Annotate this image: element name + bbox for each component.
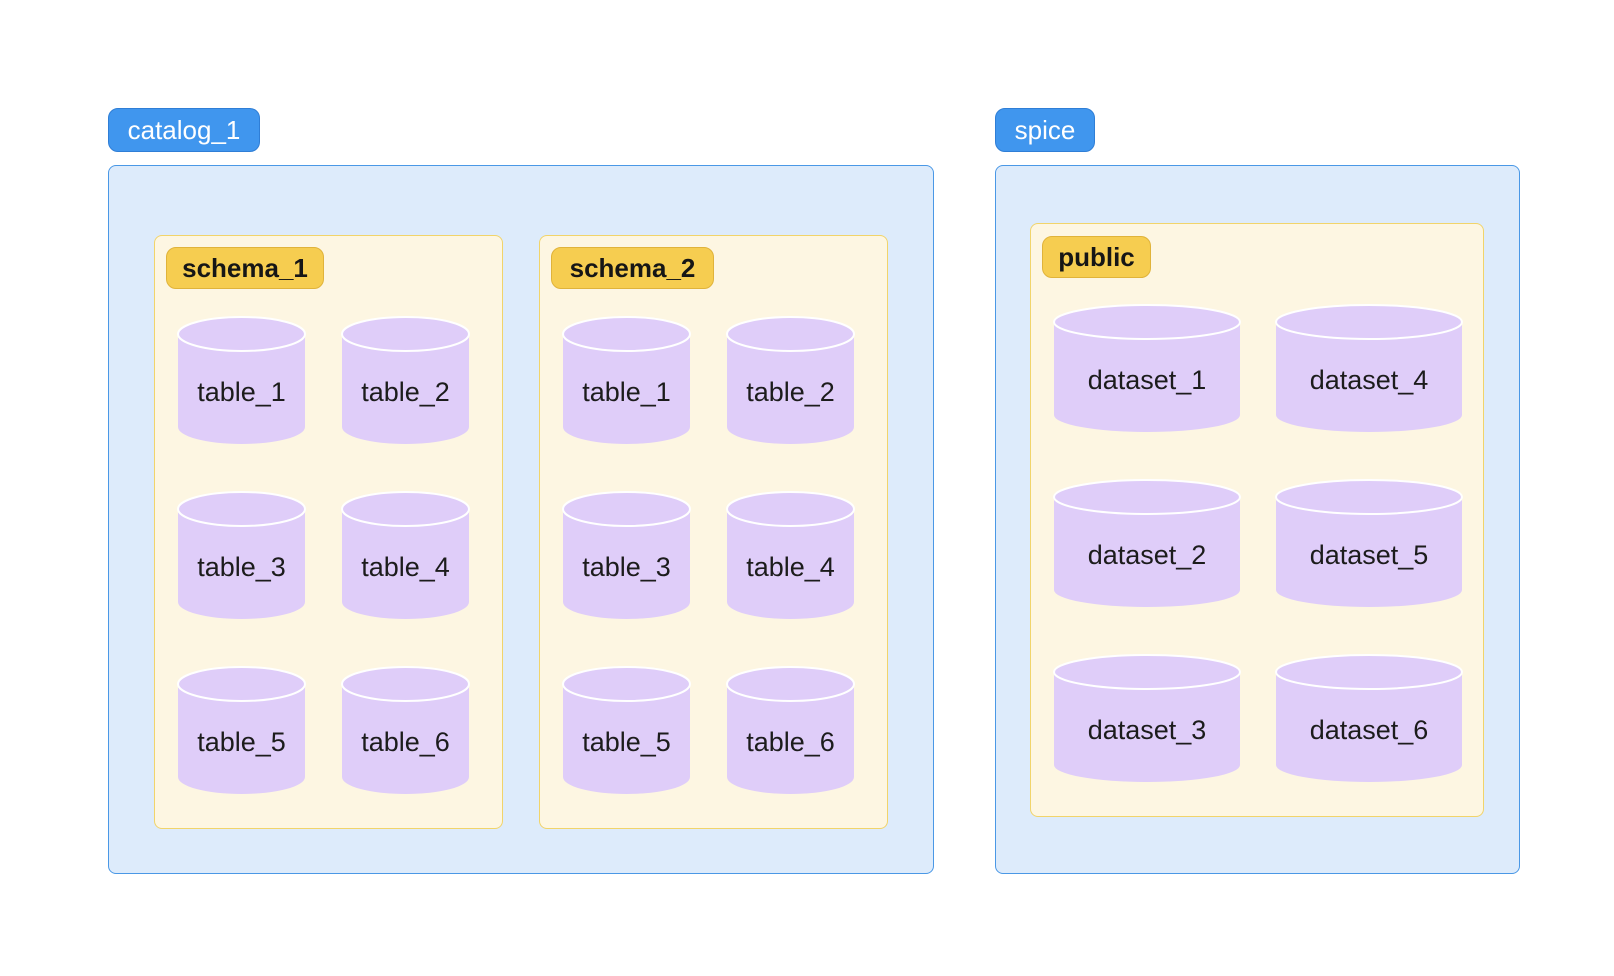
dataset-cylinder: dataset_4: [1275, 304, 1463, 432]
table-cylinder: table_6: [341, 666, 470, 794]
dataset-label: dataset_3: [1087, 715, 1207, 745]
schema-label: schema_2: [551, 247, 714, 289]
spice-label: spice: [995, 108, 1095, 152]
dataset-cylinder: dataset_6: [1275, 654, 1463, 782]
table-label: table_4: [361, 552, 450, 582]
dataset-label: dataset_4: [1309, 365, 1429, 395]
table-cylinder: table_4: [726, 491, 855, 619]
table-label: table_3: [582, 552, 671, 582]
dataset-label: dataset_1: [1087, 365, 1207, 395]
dataset-label: dataset_6: [1309, 715, 1429, 745]
table-label: table_6: [746, 727, 835, 757]
table-label: table_1: [197, 377, 286, 407]
table-cylinder: table_5: [562, 666, 691, 794]
table-cylinder: table_2: [341, 316, 470, 444]
table-cylinder: table_1: [562, 316, 691, 444]
schema-label: public: [1042, 236, 1151, 278]
table-label: table_4: [746, 552, 835, 582]
dataset-cylinder: dataset_3: [1053, 654, 1241, 782]
dataset-cylinder: dataset_1: [1053, 304, 1241, 432]
table-cylinder: table_3: [562, 491, 691, 619]
table-label: table_2: [361, 377, 450, 407]
table-cylinder: table_3: [177, 491, 306, 619]
table-cylinder: table_4: [341, 491, 470, 619]
dataset-label: dataset_5: [1309, 540, 1429, 570]
table-label: table_5: [197, 727, 286, 757]
table-label: table_6: [361, 727, 450, 757]
table-cylinder: table_1: [177, 316, 306, 444]
table-cylinder: table_6: [726, 666, 855, 794]
table-cylinder: table_5: [177, 666, 306, 794]
dataset-cylinder: dataset_5: [1275, 479, 1463, 607]
table-label: table_1: [582, 377, 671, 407]
table-label: table_2: [746, 377, 835, 407]
dataset-cylinder: dataset_2: [1053, 479, 1241, 607]
table-label: table_3: [197, 552, 286, 582]
dataset-label: dataset_2: [1087, 540, 1207, 570]
catalog-label: catalog_1: [108, 108, 260, 152]
table-label: table_5: [582, 727, 671, 757]
table-cylinder: table_2: [726, 316, 855, 444]
schema-label: schema_1: [166, 247, 324, 289]
